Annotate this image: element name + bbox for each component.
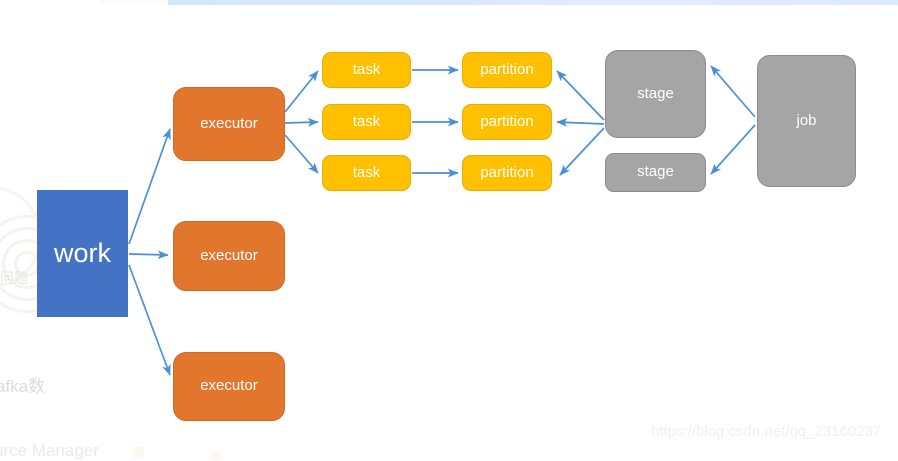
- node-work-label: work: [53, 237, 111, 268]
- node-partition-3-label: partition: [480, 163, 534, 181]
- edge-executor-to-task-1: [284, 70, 319, 113]
- node-task-3[interactable]: task: [322, 155, 411, 191]
- top-toolbar-remnant: [168, 0, 898, 5]
- node-executor-3-label: executor: [200, 377, 258, 395]
- edge-job-to-stage-1: [710, 65, 756, 118]
- edge-stage-to-partition-2: [556, 118, 605, 127]
- edge-work-to-executor-2: [128, 250, 169, 260]
- edge-work-to-executor-1: [128, 128, 171, 245]
- background-text-1: 问题: [0, 270, 28, 286]
- node-executor-2-label: executor: [200, 246, 258, 264]
- node-partition-2-label: partition: [480, 112, 534, 130]
- top-toolbar-remnant-left: [100, 0, 168, 4]
- node-task-3-label: task: [352, 163, 381, 181]
- node-partition-1[interactable]: partition: [462, 52, 552, 88]
- edge-executor-to-task-3: [284, 134, 319, 174]
- node-job-label: job: [796, 111, 817, 129]
- node-stage-2-label: stage: [637, 163, 674, 181]
- node-partition-2[interactable]: partition: [462, 104, 552, 140]
- node-stage-2[interactable]: stage: [605, 153, 706, 192]
- edge-executor-to-task-2: [284, 117, 319, 127]
- node-partition-3[interactable]: partition: [462, 155, 552, 191]
- node-stage-1-label: stage: [637, 84, 674, 102]
- node-executor-1-label: executor: [200, 114, 258, 132]
- node-job[interactable]: job: [757, 55, 856, 187]
- background-text-2: afka数: [0, 377, 46, 396]
- node-executor-2[interactable]: executor: [173, 221, 285, 291]
- node-work[interactable]: work: [37, 190, 128, 317]
- background-text-3: urce Manager: [0, 441, 99, 460]
- node-task-2-label: task: [352, 112, 381, 130]
- node-partition-1-label: partition: [480, 60, 534, 78]
- edge-stage-to-partition-1: [556, 70, 605, 121]
- background-chip-2: [211, 450, 221, 460]
- source-watermark: https://blog.csdn.net/qq_23160237: [651, 423, 882, 440]
- node-task-2[interactable]: task: [322, 104, 411, 140]
- edge-job-to-stage-2: [710, 124, 756, 175]
- node-task-1-label: task: [352, 60, 381, 78]
- node-executor-3[interactable]: executor: [173, 352, 285, 421]
- edge-stage-to-partition-3: [559, 127, 605, 176]
- edge-work-to-executor-3: [128, 264, 171, 376]
- node-stage-1[interactable]: stage: [605, 50, 706, 138]
- background-chip-1: [133, 447, 144, 458]
- node-executor-1[interactable]: executor: [173, 87, 285, 161]
- node-task-1[interactable]: task: [322, 52, 411, 88]
